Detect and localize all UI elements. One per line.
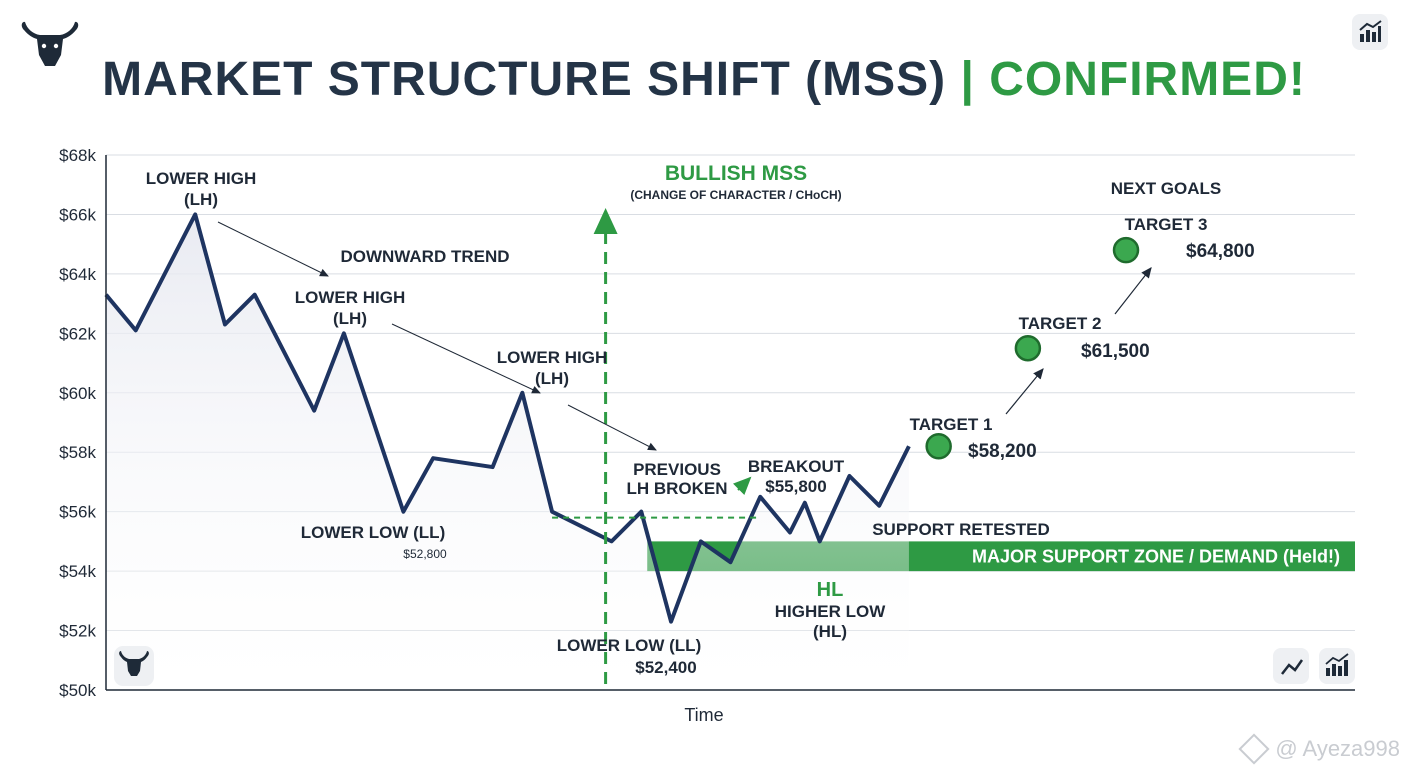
y-tick-label: $64k [59, 265, 96, 284]
downtrend-label: DOWNWARD TREND [340, 247, 509, 266]
page-title: MARKET STRUCTURE SHIFT (MSS) | CONFIRMED… [0, 52, 1408, 107]
breakout-label: BREAKOUT [748, 457, 845, 476]
target-marker-3 [1112, 236, 1140, 264]
bar-chart-icon [1359, 20, 1382, 42]
x-axis-label: Time [684, 705, 723, 725]
lh1-label: LOWER HIGH [146, 169, 257, 188]
y-tick-label: $68k [59, 146, 96, 165]
title-main: MARKET STRUCTURE SHIFT (MSS) [102, 53, 947, 106]
target-marker-1 [925, 433, 952, 460]
target-marker-2 [1014, 334, 1042, 362]
target-arrow-2 [1114, 267, 1152, 315]
target3-label: TARGET 3 [1125, 215, 1208, 234]
ll1-value: $52,800 [403, 547, 447, 561]
y-tick-label: $54k [59, 562, 96, 581]
support-zone-label: MAJOR SUPPORT ZONE / DEMAND (Held!) [972, 546, 1340, 566]
breakout-arrow [733, 476, 752, 495]
y-tick-label: $66k [59, 205, 96, 224]
target3-price: $64,800 [1186, 241, 1255, 262]
mss-subtitle: (CHANGE OF CHARACTER / CHoCH) [630, 188, 841, 202]
mss-title: BULLISH MSS [665, 162, 807, 185]
y-tick-label: $56k [59, 503, 96, 522]
y-tick-label: $50k [59, 681, 96, 700]
target2-label: TARGET 2 [1019, 314, 1102, 333]
hl-short-label: HL [817, 579, 844, 601]
target-markers [925, 236, 1140, 460]
bar-chart-icon [1325, 653, 1349, 676]
lh2-label: LOWER HIGH [295, 288, 406, 307]
lh1-sub: (LH) [184, 190, 218, 209]
target-arrow-1 [1005, 368, 1044, 415]
bull-logo-icon [21, 21, 79, 66]
watermark: @ Ayeza998 [1238, 733, 1400, 765]
target1-price: $58,200 [968, 441, 1037, 462]
target1-label: TARGET 1 [910, 415, 993, 434]
mss-arrowhead [593, 208, 618, 234]
top-right-chart-button[interactable] [1352, 14, 1388, 50]
next-goals-label: NEXT GOALS [1111, 179, 1222, 198]
lh2-sub: (LH) [333, 309, 367, 328]
downtrend-arrow-2 [391, 323, 541, 394]
bottom-right-line-chart-button[interactable] [1273, 648, 1309, 684]
prev-lh-sub: LH BROKEN [626, 479, 727, 498]
title-confirmed: | CONFIRMED! [960, 53, 1306, 106]
breakout-value: $55,800 [765, 477, 826, 496]
y-tick-label: $52k [59, 622, 96, 641]
prev-lh-label: PREVIOUS [633, 460, 721, 479]
target2-price: $61,500 [1081, 341, 1150, 362]
diamond-logo-icon [1238, 733, 1270, 765]
downtrend-arrow-3 [567, 404, 657, 451]
hl-label: HIGHER LOW [775, 602, 886, 621]
ll2-label: LOWER LOW (LL) [557, 636, 701, 655]
y-tick-label: $58k [59, 443, 96, 462]
lh3-label: LOWER HIGH [497, 348, 608, 367]
y-tick-label: $60k [59, 384, 96, 403]
line-chart-icon [1281, 659, 1304, 675]
y-tick-label: $62k [59, 324, 96, 343]
downtrend-arrow-1 [217, 221, 329, 277]
ll2-value: $52,400 [635, 658, 696, 677]
lh3-sub: (LH) [535, 369, 569, 388]
support-retested-label: SUPPORT RETESTED [872, 520, 1050, 539]
ll1-label: LOWER LOW (LL) [301, 523, 445, 542]
hl-sub: (HL) [813, 622, 847, 641]
bottom-left-logo [114, 646, 154, 686]
bottom-right-bar-chart-button[interactable] [1319, 648, 1355, 684]
top-left-logo [20, 20, 80, 72]
price-area-fill [106, 214, 909, 690]
y-axis-ticks: $50k $52k $54k $56k $58k $60k $62k $64k $66k $68k [59, 146, 96, 700]
bull-logo-icon [119, 651, 149, 676]
price-line [104, 212, 911, 624]
watermark-text: @ Ayeza998 [1275, 736, 1400, 761]
